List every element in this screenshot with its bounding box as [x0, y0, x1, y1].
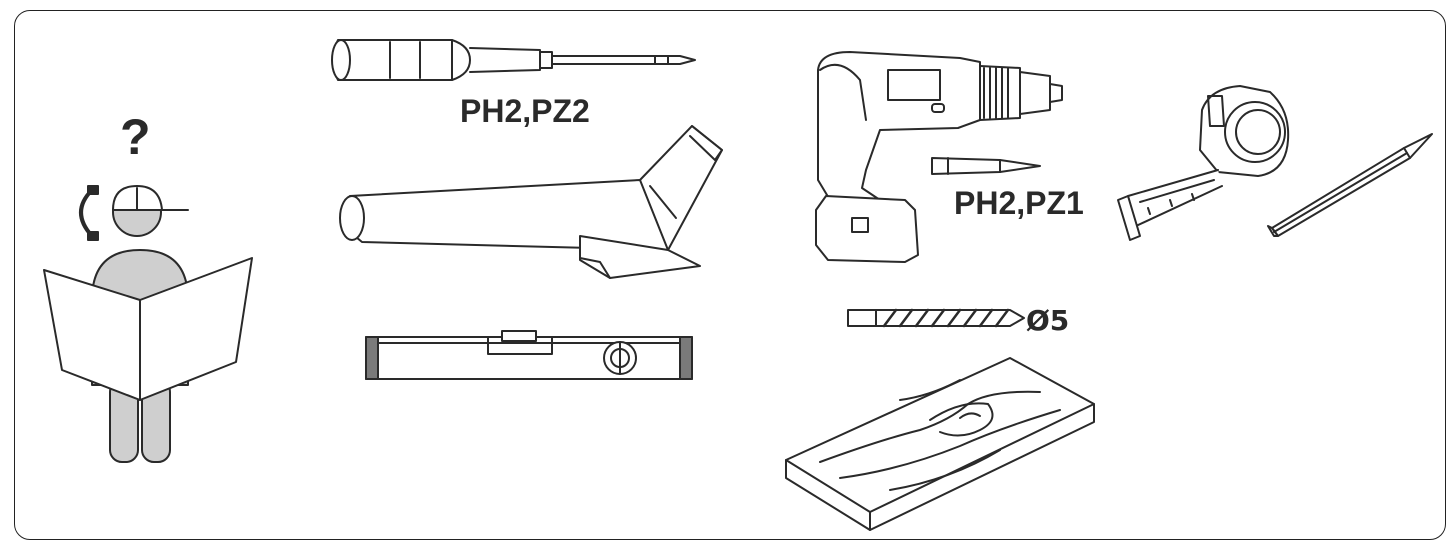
screwdriver-icon — [331, 39, 696, 81]
cordless-drill-icon — [815, 51, 1063, 263]
pencil-icon — [1267, 133, 1433, 237]
question-mark: ? — [120, 109, 151, 165]
tape-measure-icon — [1117, 85, 1290, 241]
wooden-board-icon — [785, 357, 1095, 531]
spirit-level-icon — [365, 330, 693, 380]
drill-bit-icon — [847, 308, 1025, 328]
drill-bit-holder-icon — [931, 157, 1041, 175]
person-reading-manual-icon — [43, 185, 253, 463]
drill-bit-size-label: Ø5 — [1026, 304, 1069, 337]
drill-bit-label: PH2,PZ1 — [954, 185, 1084, 221]
mallet-icon — [339, 125, 723, 279]
screwdriver-bit-label: PH2,PZ2 — [460, 93, 590, 129]
